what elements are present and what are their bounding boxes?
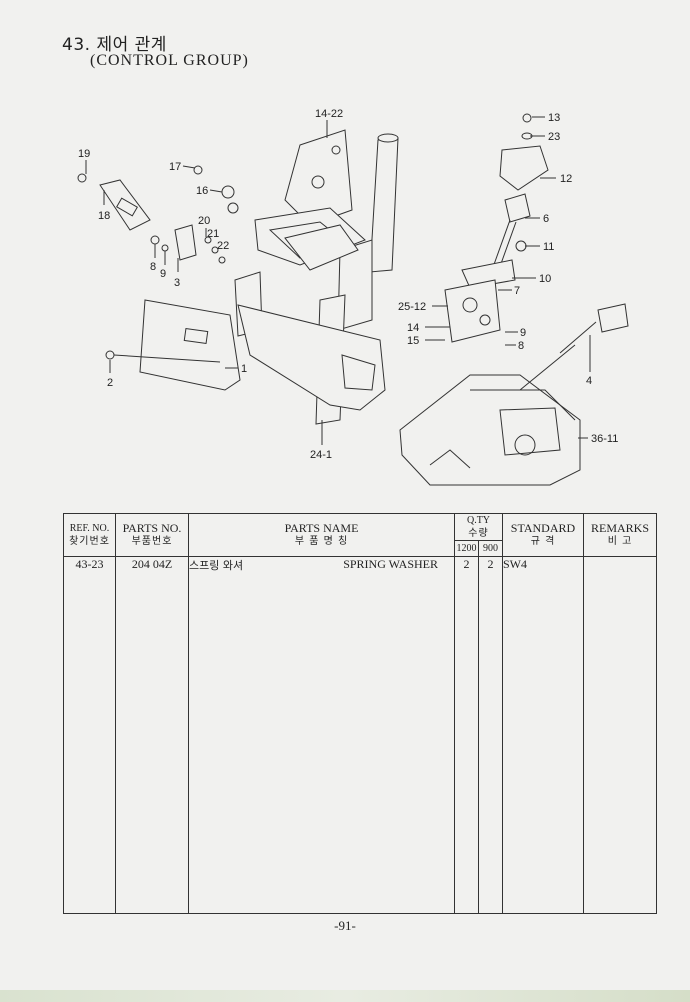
cell-parts-name: 스프링 와셔 SPRING WASHER bbox=[188, 556, 455, 914]
header-qty-900: 900 bbox=[478, 540, 503, 557]
callout-23: 23 bbox=[548, 131, 560, 143]
console-body-drawing bbox=[399, 303, 629, 486]
upper-bracket-drawing bbox=[254, 129, 366, 271]
callout-18: 18 bbox=[98, 210, 110, 222]
callout-24-1: 24-1 bbox=[310, 449, 332, 461]
scan-edge-strip bbox=[0, 990, 690, 1002]
callout-9: 9 bbox=[520, 327, 526, 339]
callout-4: 4 bbox=[586, 375, 592, 387]
section-title-korean: 43. 제어 관계 bbox=[62, 35, 167, 55]
callout-1: 1 bbox=[241, 363, 247, 375]
callout-20: 20 bbox=[198, 215, 210, 227]
exploded-parts-diagram: 14-22 13 23 12 6 11 10 7 9 8 4 36-11 24-… bbox=[77, 108, 629, 486]
callout-16: 16 bbox=[196, 185, 208, 197]
switch-cover-drawing bbox=[105, 299, 241, 391]
callout-14: 14 bbox=[407, 322, 419, 334]
callout-14-22: 14-22 bbox=[315, 108, 343, 120]
callout-8: 8 bbox=[518, 340, 524, 352]
callout-21: 21 bbox=[207, 228, 219, 240]
callout-10: 10 bbox=[539, 273, 551, 285]
callout-leaders bbox=[85, 116, 591, 445]
page-number: -91- bbox=[334, 918, 356, 933]
lever-assembly-drawing bbox=[444, 113, 549, 343]
callout-19: 19 bbox=[78, 148, 90, 160]
callout-8-left: 8 bbox=[150, 261, 156, 273]
cell-remarks bbox=[583, 556, 657, 914]
callout-2: 2 bbox=[107, 377, 113, 389]
table-row: 43-23 204 04Z 스프링 와셔 SPRING WASHER 2 2 S… bbox=[63, 556, 657, 914]
callout-12: 12 bbox=[560, 173, 572, 185]
header-remarks: REMARKS 비 고 bbox=[583, 513, 657, 557]
part-name-english: SPRING WASHER bbox=[343, 557, 438, 571]
part-name-korean: 스프링 와셔 bbox=[189, 559, 244, 572]
callout-9-left: 9 bbox=[160, 268, 166, 280]
header-parts-name: PARTS NAME 부 품 명 칭 bbox=[188, 513, 455, 557]
cell-parts-no: 204 04Z bbox=[115, 556, 189, 914]
callout-6: 6 bbox=[543, 213, 549, 225]
callout-7: 7 bbox=[514, 285, 520, 297]
header-standard: STANDARD 규 격 bbox=[502, 513, 584, 557]
header-ref-no: REF. NO. 찾기번호 bbox=[63, 513, 116, 557]
callout-15: 15 bbox=[407, 335, 419, 347]
callout-11: 11 bbox=[543, 241, 554, 253]
switch-parts-drawing bbox=[77, 165, 239, 264]
section-title-english: (CONTROL GROUP) bbox=[90, 52, 249, 69]
callout-3: 3 bbox=[174, 277, 180, 289]
cell-qty-900: 2 bbox=[478, 556, 503, 914]
callout-labels: 14-22 13 23 12 6 11 10 7 9 8 4 36-11 24-… bbox=[78, 108, 618, 461]
lower-bracket-drawing bbox=[234, 271, 386, 411]
callout-17: 17 bbox=[169, 161, 181, 173]
parts-list-table: REF. NO. 찾기번호 PARTS NO. 부품번호 PARTS NAME … bbox=[63, 513, 657, 914]
callout-22: 22 bbox=[217, 240, 229, 252]
callout-25-12: 25-12 bbox=[398, 301, 426, 313]
header-qty-1200: 1200 bbox=[454, 540, 479, 557]
header-parts-no: PARTS NO. 부품번호 bbox=[115, 513, 189, 557]
callout-36-11: 36-11 bbox=[591, 433, 618, 445]
cell-ref-no: 43-23 bbox=[63, 556, 116, 914]
cell-qty-1200: 2 bbox=[454, 556, 479, 914]
header-qty: Q.TY 수량 bbox=[454, 513, 503, 541]
cell-standard: SW4 bbox=[502, 556, 584, 914]
callout-13: 13 bbox=[548, 112, 560, 124]
